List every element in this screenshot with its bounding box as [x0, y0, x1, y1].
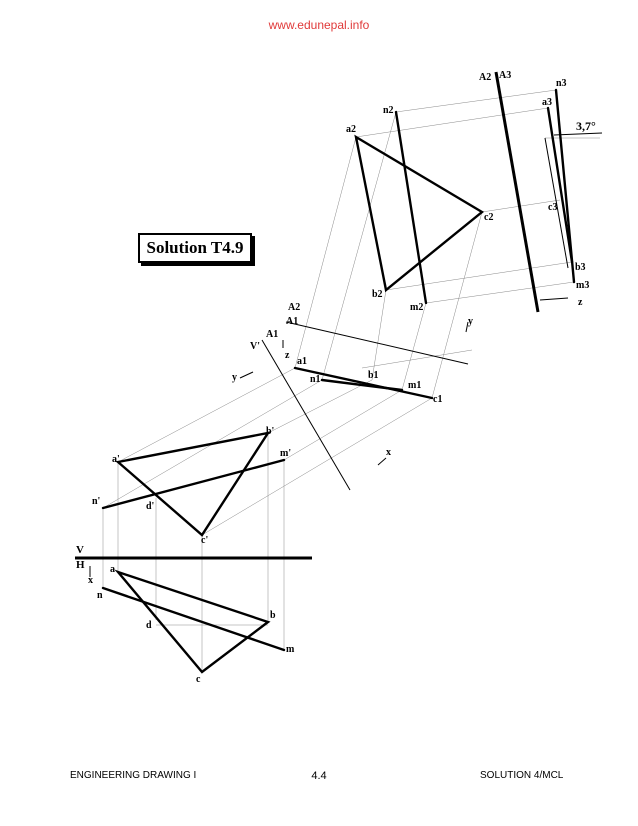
label-a1-upper: A1: [286, 316, 298, 327]
pt-c3: c3: [548, 202, 557, 213]
label-y2: y: [468, 316, 473, 327]
reference-lines: [75, 71, 603, 577]
pt-b1: b1: [368, 370, 379, 381]
angle-label: 3,7°: [576, 119, 596, 133]
pt-m2: m2: [410, 302, 423, 313]
pt-n1: n1: [310, 374, 321, 385]
pt-a1: a1: [297, 356, 307, 367]
footer-page-number: 4.4: [311, 770, 327, 782]
aux2-triangle: [354, 134, 485, 293]
top-view-triangle: [114, 569, 271, 674]
solution-title: Solution T4.9: [138, 233, 252, 263]
pt-d: d: [146, 620, 152, 631]
front-view-triangle: [115, 431, 271, 537]
pt-n3: n3: [556, 78, 567, 89]
footer-solution-ref: SOLUTION 4/MCL: [480, 770, 564, 781]
aux3-triangle-edge: [546, 106, 574, 264]
pt-n: n: [97, 590, 103, 601]
pt-m3: m3: [576, 280, 589, 291]
top-view: [101, 569, 286, 674]
pt-b3: b3: [575, 262, 586, 273]
pt-b: b: [270, 610, 276, 621]
pt-c2: c2: [484, 212, 493, 223]
pt-b2: b2: [372, 289, 383, 300]
label-a2-x3: A2: [479, 72, 491, 83]
aux-view-3: [546, 88, 576, 284]
labels: V H x A2 A1 V' A1 A2 A3 y z y x z 3,7° a…: [76, 70, 596, 685]
label-h: H: [76, 559, 85, 571]
front-view: [101, 431, 286, 537]
label-x2: x: [386, 447, 391, 458]
aux1-triangle-edge: [293, 366, 434, 400]
aux-view-1: [293, 366, 434, 400]
aux3-line-mn: [554, 88, 576, 284]
label-x: x: [88, 575, 93, 586]
footer-course: ENGINEERING DRAWING I: [70, 770, 197, 781]
label-y1: y: [232, 372, 237, 383]
pt-m-prime: m': [280, 448, 291, 459]
pt-c-prime: c': [201, 535, 208, 546]
label-a3-x3: A3: [499, 70, 511, 81]
pt-m: m: [286, 644, 295, 655]
label-v: V: [76, 544, 84, 556]
top-view-line-mn: [101, 586, 286, 652]
pt-m1: m1: [408, 380, 421, 391]
label-z1: z: [285, 350, 290, 361]
front-view-line-mn: [101, 458, 286, 510]
pt-n2: n2: [383, 105, 394, 116]
pt-c1: c1: [433, 394, 442, 405]
pt-c: c: [196, 674, 201, 685]
watermark-url: www.edunepal.info: [268, 18, 370, 32]
pt-a2: a2: [346, 124, 356, 135]
pt-n-prime: n': [92, 496, 101, 507]
aux-view-2: [354, 110, 485, 305]
pt-b-prime: b': [266, 426, 275, 437]
pt-d-prime: d': [146, 501, 155, 512]
pt-a3: a3: [542, 97, 552, 108]
label-a2-upper: A2: [288, 302, 300, 313]
aux1-line-mn: [320, 378, 404, 392]
label-z2: z: [578, 297, 583, 308]
label-a1-x2: A1: [266, 329, 278, 340]
pt-a-prime: a': [112, 454, 120, 465]
pt-a: a: [110, 564, 115, 575]
aux2-line-mn: [394, 110, 428, 305]
label-v-prime: V': [250, 341, 260, 352]
